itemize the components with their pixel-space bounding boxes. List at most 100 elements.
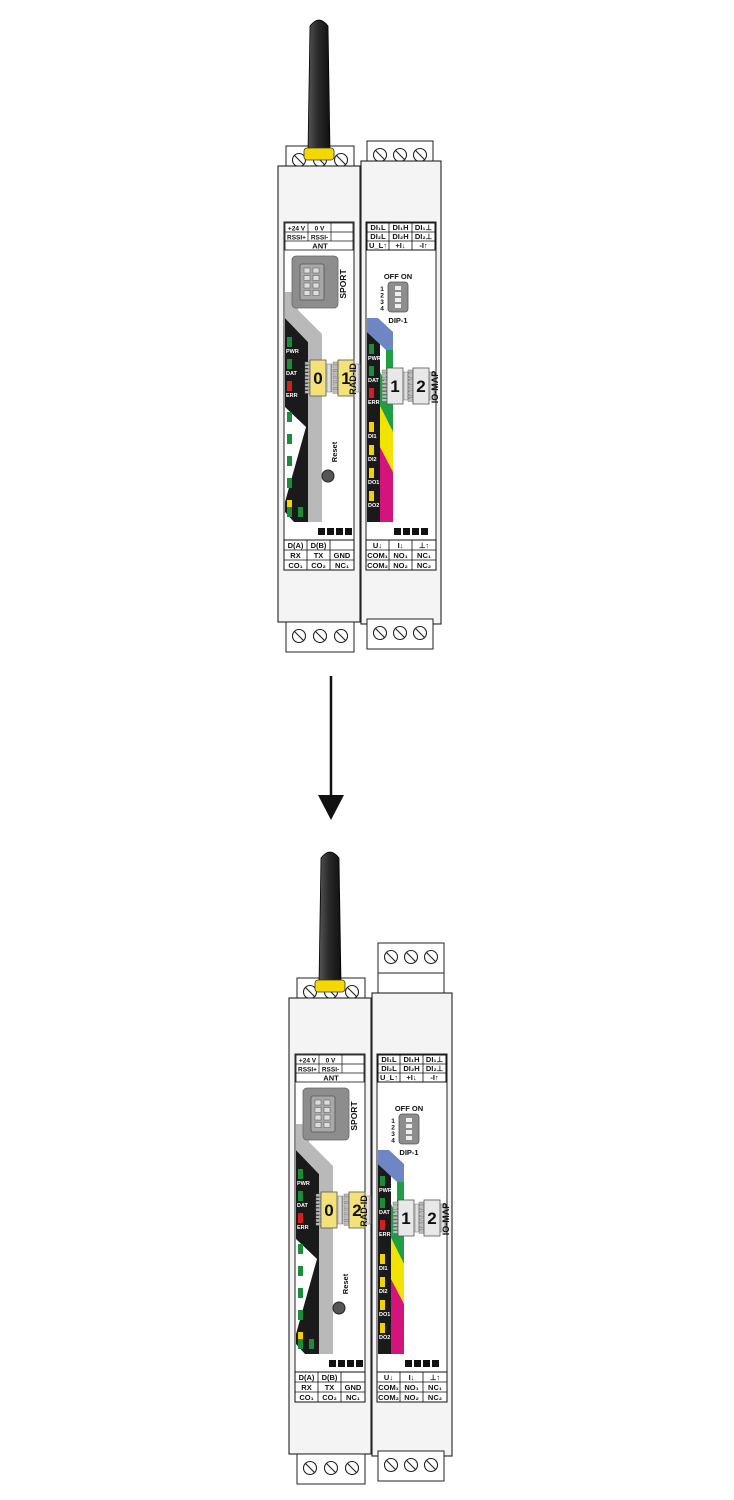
- io-led-pwr: [369, 344, 374, 354]
- knurl: [343, 1200, 350, 1204]
- stripe-yellow: [391, 1238, 404, 1304]
- terminal-label: NC₁: [335, 561, 349, 570]
- knurl: [304, 387, 311, 391]
- terminal-label: TX: [314, 551, 324, 560]
- terminal-label: +I↓: [406, 1073, 416, 1082]
- terminal-label: RX: [301, 1383, 311, 1392]
- io-rotary-switch-1: 1: [392, 1199, 421, 1237]
- terminal-label: DI₂H: [403, 1064, 419, 1073]
- knurl: [332, 383, 339, 387]
- rssi-led: [298, 1332, 303, 1342]
- dip-toggle: [395, 304, 401, 308]
- terminal-label: NO₁: [404, 1383, 418, 1392]
- terminal-label: I↓: [409, 1373, 415, 1382]
- knurl: [315, 1218, 322, 1222]
- terminal-label: +I↓: [395, 241, 405, 250]
- screw-slot: [294, 155, 304, 165]
- screw-slot: [386, 952, 396, 962]
- knurl: [381, 377, 388, 381]
- rotary-switch-tens: 0: [304, 359, 333, 397]
- knurl: [407, 387, 414, 391]
- io-status-square: [414, 1360, 421, 1367]
- knurl: [418, 1216, 425, 1220]
- knurl: [304, 383, 311, 387]
- rotary-digit: 2: [416, 377, 425, 396]
- antenna-rod: [307, 19, 331, 152]
- terminal-label: U↓: [384, 1373, 393, 1382]
- knurl: [381, 391, 388, 395]
- radio-bottom-terminal-table: [294, 1371, 366, 1403]
- io-status-square: [432, 1360, 439, 1367]
- port-pin: [314, 1114, 322, 1121]
- rssi-led: [287, 434, 292, 444]
- terminal-label: DI₁H: [392, 223, 408, 232]
- rotary-digit: 1: [401, 1209, 410, 1228]
- terminal-label: DI₁L: [370, 223, 386, 232]
- dip-toggle: [406, 1130, 412, 1134]
- screw-slot: [386, 1460, 396, 1470]
- rotary-side: [353, 363, 361, 393]
- led-label: DO2: [368, 503, 379, 509]
- knurl: [407, 380, 414, 384]
- io-led-do2: [380, 1323, 385, 1333]
- rotary-label: RAD-ID: [359, 1195, 369, 1227]
- screw-slot: [395, 628, 405, 638]
- rssi-led: [298, 1244, 303, 1254]
- dip-label: DIP-1: [399, 1148, 418, 1157]
- rotary-digit: 1: [390, 377, 399, 396]
- knurl: [381, 369, 388, 373]
- io-bottom-terminal-table: [376, 1371, 448, 1403]
- rotary-digit: 2: [352, 1201, 361, 1220]
- io-rotary-switch-2: 2: [418, 1199, 447, 1237]
- terminal-label: NO₂: [404, 1393, 419, 1402]
- terminal-label: 0 V: [315, 226, 325, 233]
- status-square: [356, 1360, 363, 1367]
- screw-slot: [347, 1463, 357, 1473]
- knurl: [343, 1208, 350, 1212]
- rxtx-label: RX TX: [297, 1361, 317, 1368]
- terminal-label: RX: [290, 551, 300, 560]
- io-led-dat: [380, 1198, 385, 1208]
- screw-slot: [305, 1463, 315, 1473]
- reset-button-icon: [321, 469, 335, 483]
- radio-bottom-terminal-table: [283, 539, 355, 571]
- terminal-label: -I↑: [430, 1073, 438, 1082]
- reset-button-icon: [332, 1301, 346, 1315]
- knurl: [418, 1212, 425, 1216]
- dip-number: 4: [391, 1138, 395, 1145]
- io-status-square: [421, 528, 428, 535]
- knurl: [407, 384, 414, 388]
- knurl: [392, 1219, 399, 1223]
- table-frame: [295, 1054, 365, 1083]
- led-rx: [287, 507, 292, 517]
- dip-toggle: [395, 298, 401, 302]
- io-led-di2: [369, 445, 374, 455]
- dip-number: 4: [380, 306, 384, 313]
- rotary-digit: 0: [324, 1201, 333, 1220]
- status-square: [329, 1360, 336, 1367]
- knurl: [343, 1197, 350, 1201]
- io-status-square: [405, 1360, 412, 1367]
- led-err: [298, 1213, 303, 1223]
- dip-number: 3: [391, 1131, 395, 1138]
- port-inner: [310, 1095, 336, 1133]
- led-label: DO2: [379, 1335, 390, 1341]
- stripe-magenta: [380, 447, 393, 522]
- io-top-terminal-table: [366, 222, 436, 251]
- led-label: PWR: [379, 1188, 392, 1194]
- terminal-label: NC₂: [428, 1393, 442, 1402]
- terminal-label: D(A): [299, 1373, 315, 1382]
- knurl: [418, 1226, 425, 1230]
- rssi-led: [287, 456, 292, 466]
- dip-offon-label: OFF ON: [395, 1104, 423, 1113]
- terminal-label: I↓: [398, 541, 404, 550]
- io-led-err: [380, 1220, 385, 1230]
- port-pin: [312, 267, 320, 274]
- terminal-label: ⊥↑: [430, 1373, 440, 1382]
- terminal-label: TX: [325, 1383, 335, 1392]
- knurl: [343, 1215, 350, 1219]
- rssi-led: [287, 412, 292, 422]
- knurl: [315, 1193, 322, 1197]
